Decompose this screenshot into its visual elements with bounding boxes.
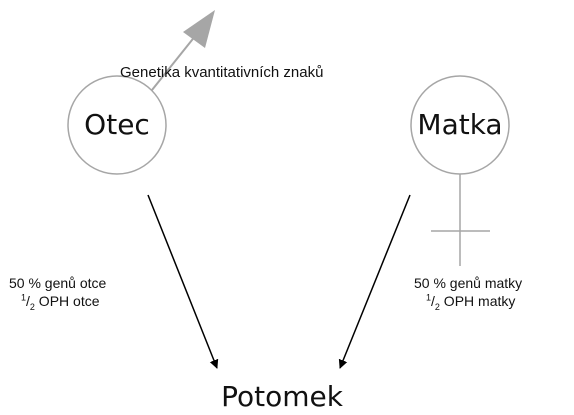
mother-genes-share: 50 % genů matky	[414, 275, 523, 291]
father-label: Otec	[84, 108, 150, 141]
father-genes-share: 50 % genů otce	[9, 275, 107, 291]
male-symbol-icon	[67, 10, 215, 175]
female-symbol-icon	[410, 75, 510, 266]
father-inheritance-text: 50 % genů otce 1/2 OPH otce	[9, 274, 107, 312]
mother-breeding-value-share: 1/2 OPH matky	[426, 292, 516, 312]
father-breeding-value-share: 1/2 OPH otce	[21, 292, 100, 312]
diagram-title: Genetika kvantitativních znaků	[120, 64, 324, 81]
father-arrow	[147, 194, 219, 369]
offspring-label: Potomek	[221, 380, 343, 413]
mother-inheritance-text: 50 % genů matky 1/2 OPH matky	[414, 274, 523, 312]
mother-label: Matka	[417, 108, 503, 141]
mother-arrow	[338, 194, 411, 369]
